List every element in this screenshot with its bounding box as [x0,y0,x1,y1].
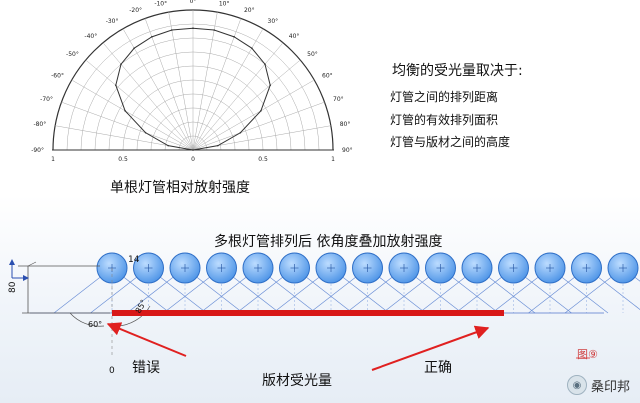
dimension-leader [27,261,37,267]
lamp-tubes [96,252,639,284]
polar-spoke [192,28,264,151]
intensity-point [192,149,194,151]
polar-radial-labels: 1 0.5 0 0.5 1 [51,156,335,163]
single-tube-caption: 单根灯管相对放射强度 [110,180,250,196]
intensity-point [151,36,153,38]
polar-spoke [61,101,194,151]
polar-angle-label: 70° [333,96,344,103]
polar-angle-label: -40° [84,33,97,40]
panel-bar [112,310,504,316]
polar-spoke [192,18,242,151]
polar-angle-label: 60° [322,73,333,80]
arrow-to-wrong [106,322,187,357]
intensity-point [239,131,242,134]
polar-spoke [192,101,325,151]
polar-radial-tick: 1 [51,156,55,163]
polar-radial-tick: 1 [331,156,335,163]
brand-watermark: ◉ 桑印邦 [566,375,630,395]
intensity-point [167,144,169,147]
polar-spoke [192,79,315,151]
polar-spoke [144,18,194,151]
factors-heading: 均衡的受光量取决于: [392,63,523,79]
intensity-point [251,47,253,49]
polar-grid [52,9,334,151]
polar-spoke [71,79,194,151]
polar-radial-tick: 0.5 [258,156,268,163]
intensity-point [264,63,266,66]
figure-mark: 图⑨ [577,348,598,361]
lamp-array-diagram [9,252,640,371]
brand-name: 桑印邦 [590,379,630,395]
polar-spoke [192,12,218,151]
polar-angle-label: 20° [244,7,255,14]
polar-angle-label: -50° [66,51,79,58]
polar-angle-label: 50° [307,51,318,58]
polar-spoke [168,12,194,151]
factor-item-3: 灯管与版材之间的高度 [390,135,511,149]
intensity-point [133,47,135,49]
angle-label-60: 60° [88,320,103,329]
intensity-point [233,36,235,38]
axis-triad [9,259,29,281]
polar-angle-labels: -90° -80° -70° -60° -50° -40° -30° -20° -10° 0° 10… [31,0,352,154]
polar-spoke [102,42,194,151]
intensity-point [260,110,262,112]
spacing-label: 14 [128,255,140,265]
polar-angle-label: -90° [31,147,44,154]
intensity-point [269,84,272,87]
factor-item-2: 灯管的有效排列面积 [390,113,499,127]
polar-angle-label: 10° [219,0,230,7]
polar-spoke [122,28,194,151]
polar-chart: -90°-80°-70°-60°-50°-40°-30°-20°-10°0°10… [31,0,352,163]
factor-item-1: 灯管之间的排列距离 [390,90,499,104]
panel-light-label: 版材受光量 [262,373,332,389]
wechat-icon: ◉ [566,375,587,395]
arrow-to-correct [371,325,490,371]
intensity-point [171,29,173,31]
polar-spoke [192,59,301,151]
polar-angle-label: -60° [51,73,64,80]
correct-label: 正确 [424,360,452,376]
polar-angle-label: 0° [190,0,197,5]
height-label: 80 [8,281,18,293]
intensity-point [217,144,219,147]
polar-angle-label: 90° [342,147,353,154]
intensity-point [124,110,126,112]
multi-tube-caption: 多根灯管排列后 依角度叠加放射强度 [214,234,443,250]
intensity-point [120,63,122,66]
polar-angle-label: -80° [33,121,46,128]
intensity-point [144,131,147,134]
polar-angle-label: -20° [129,7,142,14]
polar-angle-label: 30° [268,18,279,25]
polar-angle-label: -70° [40,96,53,103]
intensity-point [114,84,117,87]
intensity-point [192,27,194,30]
polar-spoke [85,59,194,151]
intensity-point [213,29,215,31]
polar-angle-label: -10° [154,0,167,7]
polar-radial-tick: 0.5 [118,156,128,163]
polar-angle-label: 80° [340,121,351,128]
wrong-label: 错误 [132,360,160,376]
angle-arc-60 [69,312,105,327]
polar-angle-label: 40° [289,33,300,40]
polar-angle-label: -30° [106,18,119,25]
polar-spoke [192,42,284,151]
origin-label: 0 [109,366,115,376]
polar-radial-tick: 0 [191,156,195,163]
